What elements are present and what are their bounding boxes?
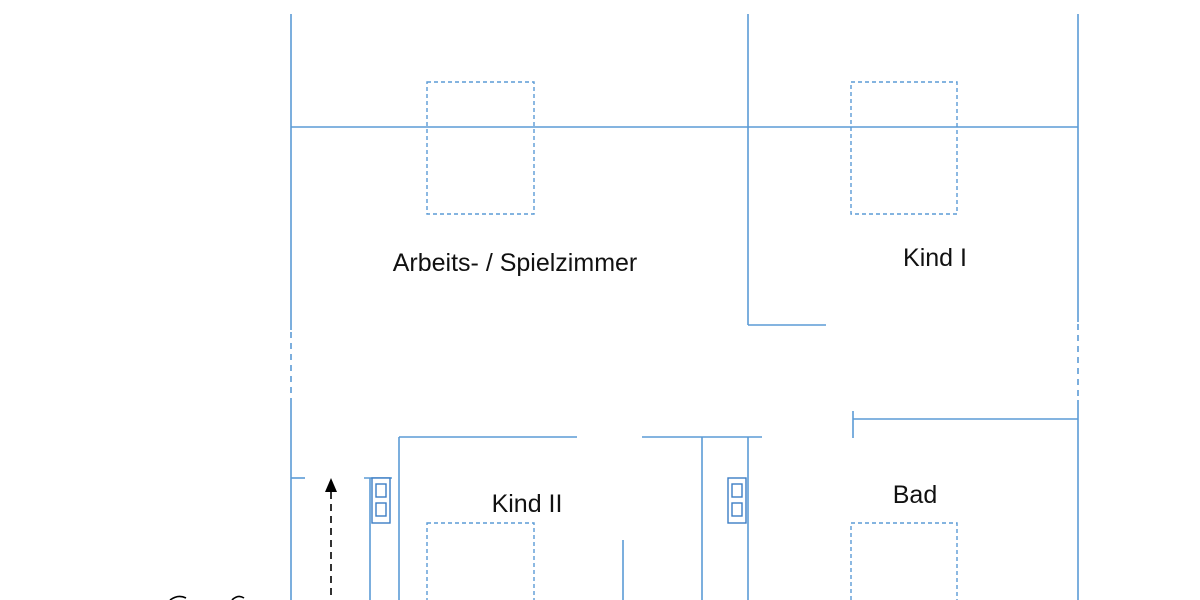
kind2-walls — [291, 436, 762, 600]
room-label-kind-2: Kind II — [492, 490, 563, 518]
window-kind1 — [850, 81, 958, 215]
arrow-up-icon — [325, 478, 337, 600]
radiator-left-cell-top — [375, 483, 387, 498]
room-label-arbeits-spielzimmer: Arbeits- / Spielzimmer — [393, 249, 638, 277]
radiator-icon — [371, 477, 391, 524]
radiator-left-cell-bottom — [375, 502, 387, 517]
partial-mark-1 — [169, 595, 187, 600]
windows — [426, 81, 958, 600]
room-label-kind-1: Kind I — [903, 244, 967, 272]
window-kind2 — [426, 522, 535, 600]
arrow-head — [325, 478, 337, 492]
radiator-icon — [727, 477, 747, 524]
room-label-bad: Bad — [893, 481, 937, 509]
window-bad — [850, 522, 958, 600]
bad-walls — [852, 411, 1078, 438]
partial-mark-2 — [231, 595, 245, 600]
window-arbeitszimmer — [426, 81, 535, 215]
radiator-right-cell-bottom — [731, 502, 743, 517]
outer-walls — [290, 14, 1079, 600]
upper-walls — [291, 14, 1078, 326]
partial-marks — [169, 595, 245, 600]
radiator-right-cell-top — [731, 483, 743, 498]
